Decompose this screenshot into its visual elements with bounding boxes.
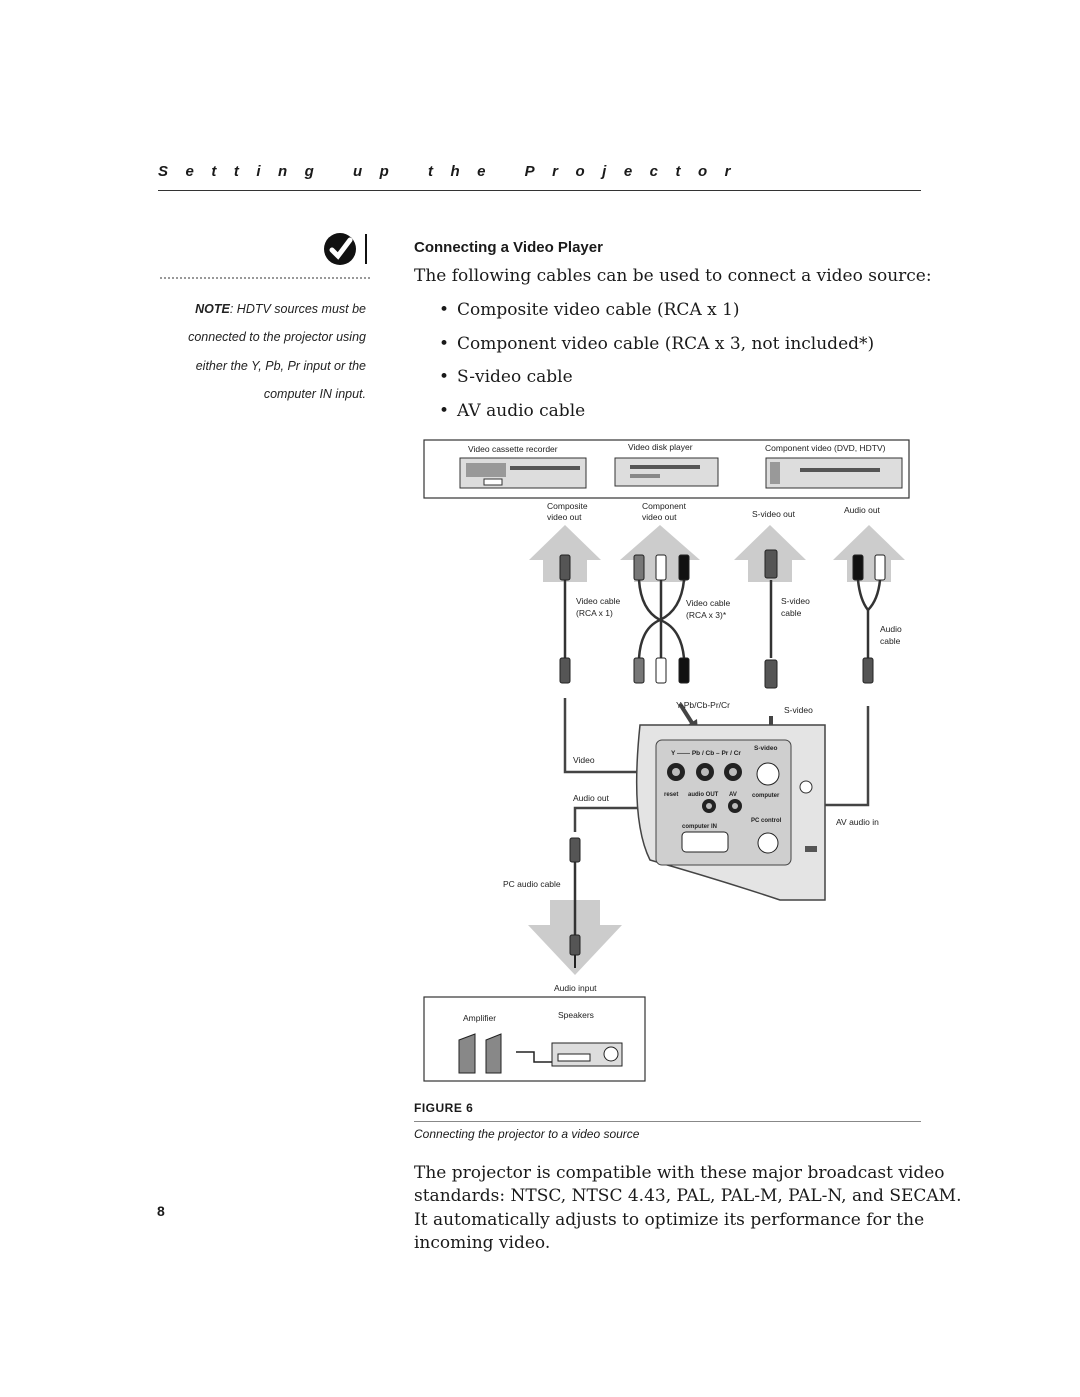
section-title: Connecting a Video Player [414,239,603,256]
svg-text:audio OUT: audio OUT [688,792,719,798]
cable-list: Composite video cable (RCA x 1) Componen… [439,300,874,434]
list-item: S-video cable [439,367,874,401]
up-arrow-icon [529,525,601,582]
connection-diagram: Video cassette recorder Video disk playe… [423,439,910,1082]
hdtv-note: NOTE: HDTV sources must be connected to … [160,295,366,408]
svg-text:computer IN: computer IN [682,824,717,830]
section-intro: The following cables can be used to conn… [414,266,932,286]
svg-text:video out: video out [642,512,677,522]
audio-input-label: Audio input [554,983,597,993]
header-rule [158,190,921,191]
note-pencil-icon [324,233,367,265]
paragraph-line: The projector is compatible with these m… [414,1163,945,1183]
audio-cable [856,579,882,658]
figure-caption: Connecting the projector to a video sour… [414,1127,640,1141]
note-text: : HDTV sources must be connected to the … [188,302,366,401]
svg-text:cable: cable [880,636,901,646]
ypbpr-label: Y-Pb/Cb-Pr/Cr [676,700,730,710]
video-cable-label: Video cable [576,596,621,606]
composite-out-label: Composite [547,501,588,511]
note-lead: NOTE [195,302,230,316]
disk-player-icon [614,457,719,487]
audio-cable-label: Audio [880,624,902,634]
svg-text:Y —— Pb / Cb – Pr / Cr: Y —— Pb / Cb – Pr / Cr [671,750,741,757]
paragraph-line: standards: NTSC, NTSC 4.43, PAL, PAL-M, … [414,1186,962,1207]
up-arrow-icon [833,525,905,582]
amplifier-label: Amplifier [463,1013,496,1023]
svg-text:reset: reset [664,792,678,798]
paragraph-line: incoming video. [414,1232,551,1253]
component-source-label: Component video (DVD, HDTV) [765,443,886,453]
list-item: Composite video cable (RCA x 1) [439,300,874,334]
svg-text:AV: AV [729,792,737,798]
svg-text:cable: cable [781,608,802,618]
figure-rule [414,1121,921,1122]
video-cable3-label: Video cable [686,598,731,608]
audio-out-top-label: Audio out [844,505,881,515]
svideo-label: S-video [784,705,813,715]
svideo-out-label: S-video out [752,509,796,519]
amplifier-icon [551,1042,623,1067]
audio-out-label: Audio out [573,793,610,803]
svg-text:(RCA x 1): (RCA x 1) [576,608,613,618]
speakers-label: Speakers [558,1010,594,1020]
amplifier-box [423,996,646,1082]
disk-label: Video disk player [628,442,693,452]
list-item: Component video cable (RCA x 3, not incl… [439,334,874,368]
compatibility-paragraph: The projector is compatible with these m… [414,1162,962,1255]
figure-label: FIGURE 6 [414,1101,474,1115]
video-label: Video [573,755,595,765]
projector-panel: Y —— Pb / Cb – Pr / Cr S-video reset aud… [635,724,826,901]
av-audio-in-label: AV audio in [836,817,879,827]
vcr-label: Video cassette recorder [468,444,558,454]
running-head: Setting up the Projector [158,163,749,180]
speakers-icon [458,1033,502,1074]
svg-text:(RCA x 3)*: (RCA x 3)* [686,610,727,620]
svideo-cable-label: S-video [781,596,810,606]
component-cable [637,579,686,659]
vcr-icon [459,457,587,489]
component-source-icon [765,457,903,489]
paragraph-line: It automatically adjusts to optimize its… [414,1209,925,1230]
pc-audio-cable-label: PC audio cable [503,879,561,889]
page-number: 8 [157,1203,165,1219]
svg-text:PC control: PC control [751,818,782,824]
component-out-label: Component [642,501,687,511]
note-divider [160,277,370,279]
svg-text:computer: computer [752,793,780,799]
svg-text:S-video: S-video [754,745,778,752]
list-item: AV audio cable [439,401,874,435]
svg-text:video out: video out [547,512,582,522]
